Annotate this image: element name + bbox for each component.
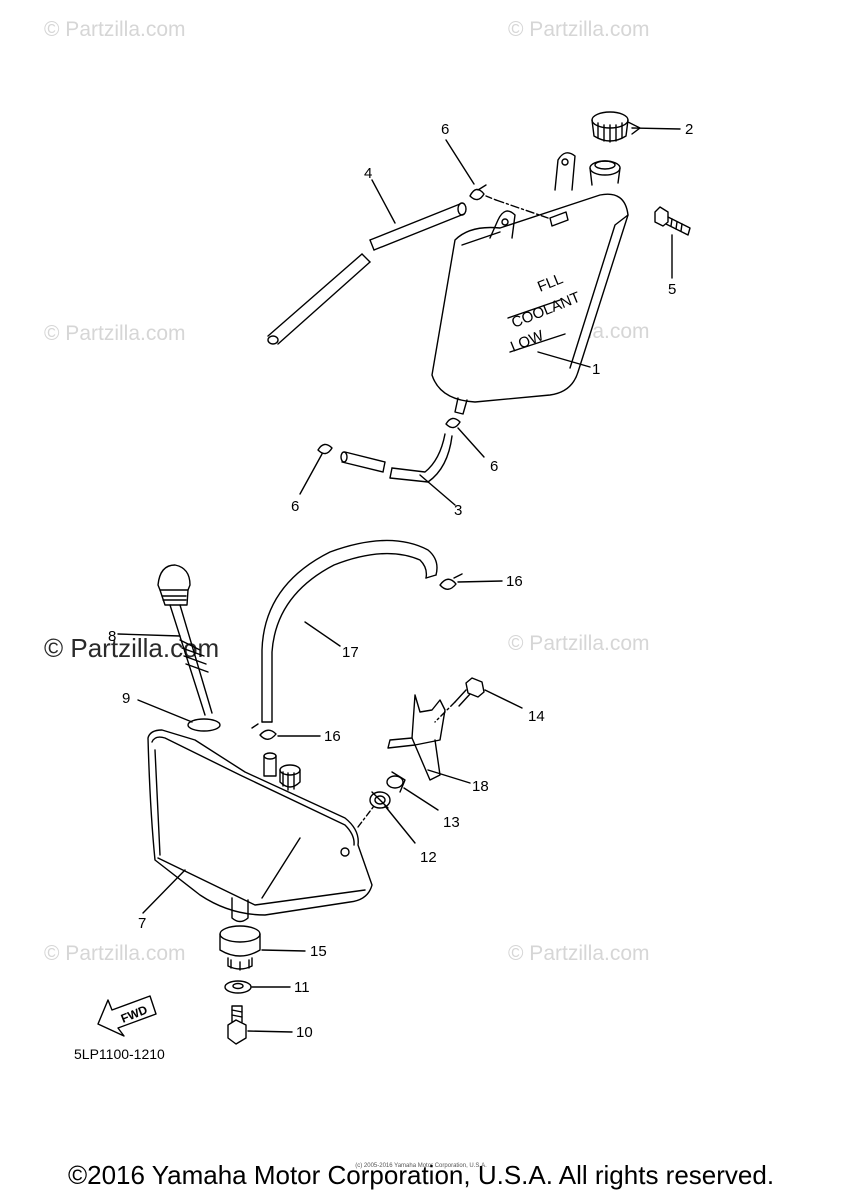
fwd-arrow (97, 995, 157, 1037)
callout-2: 2 (685, 121, 693, 138)
callout-9: 9 (122, 690, 130, 707)
callout-11: 11 (294, 979, 310, 996)
dipstick (117, 564, 213, 716)
reservoir-cap (591, 111, 681, 143)
callout-3: 3 (454, 502, 462, 519)
callout-1: 1 (592, 361, 600, 378)
callout-5: 5 (668, 281, 676, 298)
hose-clip-6c (299, 443, 333, 495)
callout-10: 10 (296, 1024, 313, 1041)
bolt-5 (654, 206, 691, 279)
callout-17: 17 (342, 644, 359, 661)
callout-12: 12 (420, 849, 437, 866)
callout-6: 6 (291, 498, 299, 515)
reservoir-tank (431, 152, 629, 415)
leader-1 (537, 351, 591, 368)
o-ring (137, 699, 221, 732)
callout-4: 4 (364, 165, 372, 182)
bolt-14 (434, 677, 523, 723)
callout-18: 18 (472, 778, 489, 795)
callout-8: 8 (108, 628, 116, 645)
hose-clip-6a (445, 139, 549, 219)
callout-13: 13 (443, 814, 460, 831)
watermark: © Partzilla.com (44, 18, 186, 41)
watermark: © Partzilla.com (508, 18, 650, 41)
diagram-part-number: 5LP1100-1210 (74, 1046, 165, 1062)
watermark: © Partzilla.com (508, 632, 650, 655)
watermark: © Partzilla.com (508, 942, 650, 965)
bracket (387, 694, 471, 784)
callout-15: 15 (310, 943, 327, 960)
hose-clip-6b (445, 417, 485, 458)
callout-16: 16 (324, 728, 341, 745)
hose-clip-16b (251, 723, 321, 740)
tiny-copyright: (c) 2005-2016 Yamaha Motor Corporation, … (355, 1163, 487, 1169)
o-ring-13 (386, 771, 439, 811)
plug-12 (357, 791, 416, 844)
callout-16: 16 (506, 573, 523, 590)
washer (224, 980, 291, 994)
watermark: © Partzilla.com (44, 322, 186, 345)
callout-7: 7 (138, 915, 146, 932)
grommet (219, 925, 306, 971)
main-hose (261, 539, 438, 723)
callout-14: 14 (528, 708, 545, 725)
drain-bolt (227, 1005, 293, 1045)
copyright-footer: ©2016 Yamaha Motor Corporation, U.S.A. A… (67, 1160, 775, 1190)
watermark: © Partzilla.com (44, 942, 186, 965)
overflow-hose (340, 433, 456, 506)
hose-clip-16a (439, 573, 503, 590)
callout-6: 6 (490, 458, 498, 475)
breather-hose (267, 179, 467, 345)
callout-6: 6 (441, 121, 449, 138)
oil-tank (142, 729, 373, 923)
